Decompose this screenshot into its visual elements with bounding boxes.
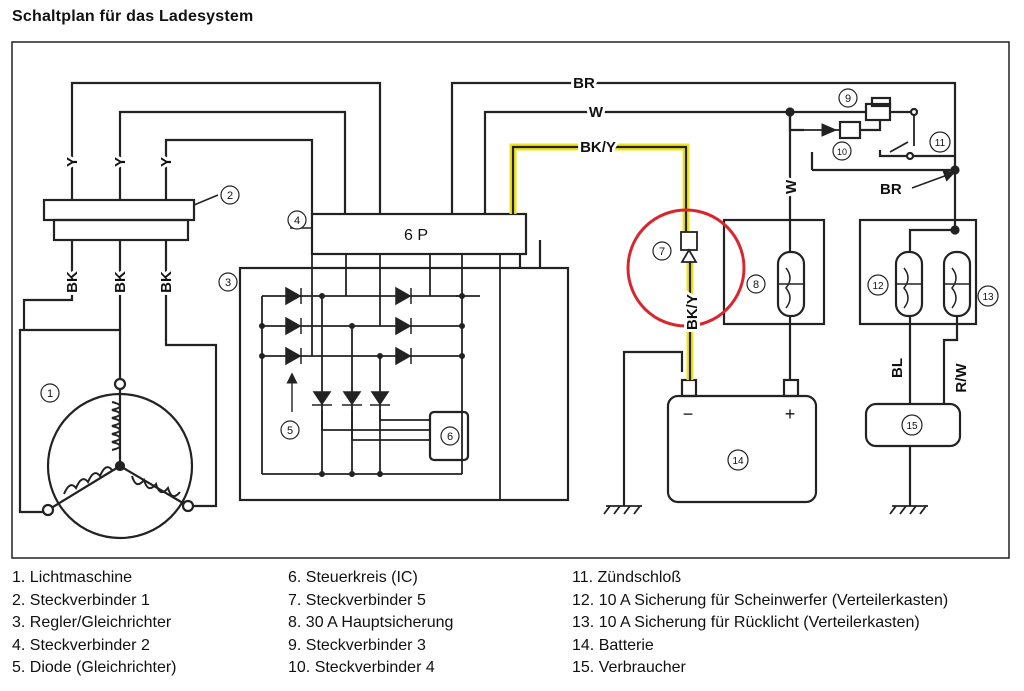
- connector-2-6p: [310, 212, 528, 256]
- battery-plus-label: +: [785, 404, 796, 424]
- legend-item: 6. Steuerkreis (IC): [288, 569, 418, 586]
- legend-item: 13. 10 A Sicherung für Rücklicht (Vertei…: [572, 614, 920, 632]
- callout-2: 2: [220, 185, 240, 205]
- legend-item: 10. Steckverbinder 4: [288, 659, 435, 677]
- control-circuit-ic: [428, 410, 470, 462]
- wire-label-br-top: BR: [573, 75, 595, 92]
- ignition-switch: [878, 114, 955, 161]
- callout-5: 5: [280, 420, 300, 440]
- svg-text:15: 15: [906, 421, 918, 432]
- fuse-distribution-box: [858, 218, 978, 326]
- callout-15: 15: [901, 414, 923, 436]
- legend-column-3: 11. Zündschloß 12. 10 A Sicherung für Sc…: [572, 567, 948, 680]
- connector-6p-label: 6 P: [404, 227, 428, 244]
- wire-label-y2: Y: [112, 157, 129, 167]
- legend-item: 7. Steckverbinder 5: [288, 591, 426, 609]
- svg-text:12: 12: [872, 281, 884, 292]
- legend-column-2: 6. Steuerkreis (IC) 7. Steckverbinder 5 …: [288, 567, 453, 680]
- rectifier-diodes: [285, 286, 412, 406]
- wire-label-bky-lower: BK/Y: [684, 294, 701, 330]
- alternator-coil-right: [131, 475, 181, 498]
- callout-8: 8: [746, 274, 766, 294]
- bky-wire-highlighted: [509, 143, 694, 380]
- wiring-diagram: BR W BK/Y BR W BK/Y BL R/W Y Y Y BK BK B…: [11, 41, 1010, 559]
- wire-label-bky-top: BK/Y: [580, 139, 616, 156]
- ground-symbol-consumer: [889, 505, 928, 515]
- legend-column-1: 1. Lichtmaschine 2. Steckverbinder 1 3. …: [12, 567, 177, 680]
- svg-text:9: 9: [845, 93, 851, 105]
- alternator-coil-top: [111, 401, 121, 451]
- alternator: [46, 384, 194, 540]
- legend-item: 1. Lichtmaschine: [12, 569, 133, 586]
- wire-label-br-ignition: BR: [880, 181, 902, 198]
- legend-item: 15. Verbraucher: [572, 659, 686, 677]
- callout-14: 14: [727, 449, 749, 471]
- consumer: [864, 402, 962, 448]
- legend-item: 11. Zündschloß: [572, 569, 682, 586]
- main-fuse-box: [722, 218, 826, 326]
- callout-11: 11: [929, 131, 951, 153]
- alternator-coil-left: [63, 466, 113, 495]
- svg-text:7: 7: [659, 246, 665, 258]
- svg-text:3: 3: [225, 277, 231, 289]
- battery-minus-label: −: [683, 404, 694, 424]
- callout-12: 12: [867, 274, 889, 296]
- ground-symbol-battery: [603, 505, 642, 515]
- svg-text:6: 6: [447, 431, 453, 443]
- legend-item: 9. Steckverbinder 3: [288, 636, 426, 654]
- wire-label-w-top: W: [589, 104, 604, 121]
- svg-text:10: 10: [837, 147, 847, 157]
- legend-item: 5. Diode (Gleichrichter): [12, 659, 177, 677]
- wire-label-bl: BL: [889, 358, 906, 378]
- wire-label-bk1: BK: [64, 271, 81, 293]
- svg-text:13: 13: [982, 292, 994, 303]
- wire-label-y1: Y: [64, 157, 81, 167]
- br-pointer-arrow: [911, 170, 956, 189]
- legend-item: 2. Steckverbinder 1: [12, 591, 150, 609]
- diagram-frame: [11, 41, 1010, 559]
- regulator-rectifier: [238, 266, 570, 502]
- wire-label-bk2: BK: [112, 271, 129, 293]
- battery: [666, 394, 818, 504]
- connector-5: [680, 231, 698, 263]
- callout-1: 1: [40, 383, 60, 403]
- callout-10: 10: [832, 141, 852, 161]
- svg-text:8: 8: [753, 279, 759, 291]
- svg-text:14: 14: [732, 456, 744, 467]
- wire-label-y3: Y: [158, 157, 175, 167]
- legend-item: 12. 10 A Sicherung für Scheinwerfer (Ver…: [572, 591, 949, 609]
- svg-text:11: 11: [935, 138, 946, 149]
- callout-4: 4: [287, 210, 307, 230]
- callout-13: 13: [977, 285, 999, 307]
- wire-label-bk3: BK: [158, 271, 175, 293]
- legend-item: 3. Regler/Gleichrichter: [12, 614, 172, 632]
- wire-label-rw: R/W: [953, 363, 970, 393]
- svg-text:4: 4: [294, 215, 300, 227]
- svg-text:5: 5: [287, 425, 293, 437]
- svg-text:1: 1: [47, 388, 53, 400]
- connector-1: [42, 198, 196, 222]
- callout-3: 3: [218, 272, 238, 292]
- svg-text:2: 2: [227, 190, 233, 202]
- callout-6: 6: [440, 426, 460, 446]
- legend-item: 4. Steckverbinder 2: [12, 636, 150, 654]
- legend-item: 14. Batterie: [572, 636, 654, 654]
- callout-9: 9: [838, 88, 858, 108]
- connector-4: [838, 120, 862, 140]
- page-title: Schaltplan für das Ladesystem: [12, 8, 254, 25]
- callout-7: 7: [652, 241, 672, 261]
- highlight-circle: [626, 208, 746, 328]
- legend-item: 8. 30 A Hauptsicherung: [288, 614, 454, 632]
- wire-label-w-vertical: W: [783, 179, 800, 194]
